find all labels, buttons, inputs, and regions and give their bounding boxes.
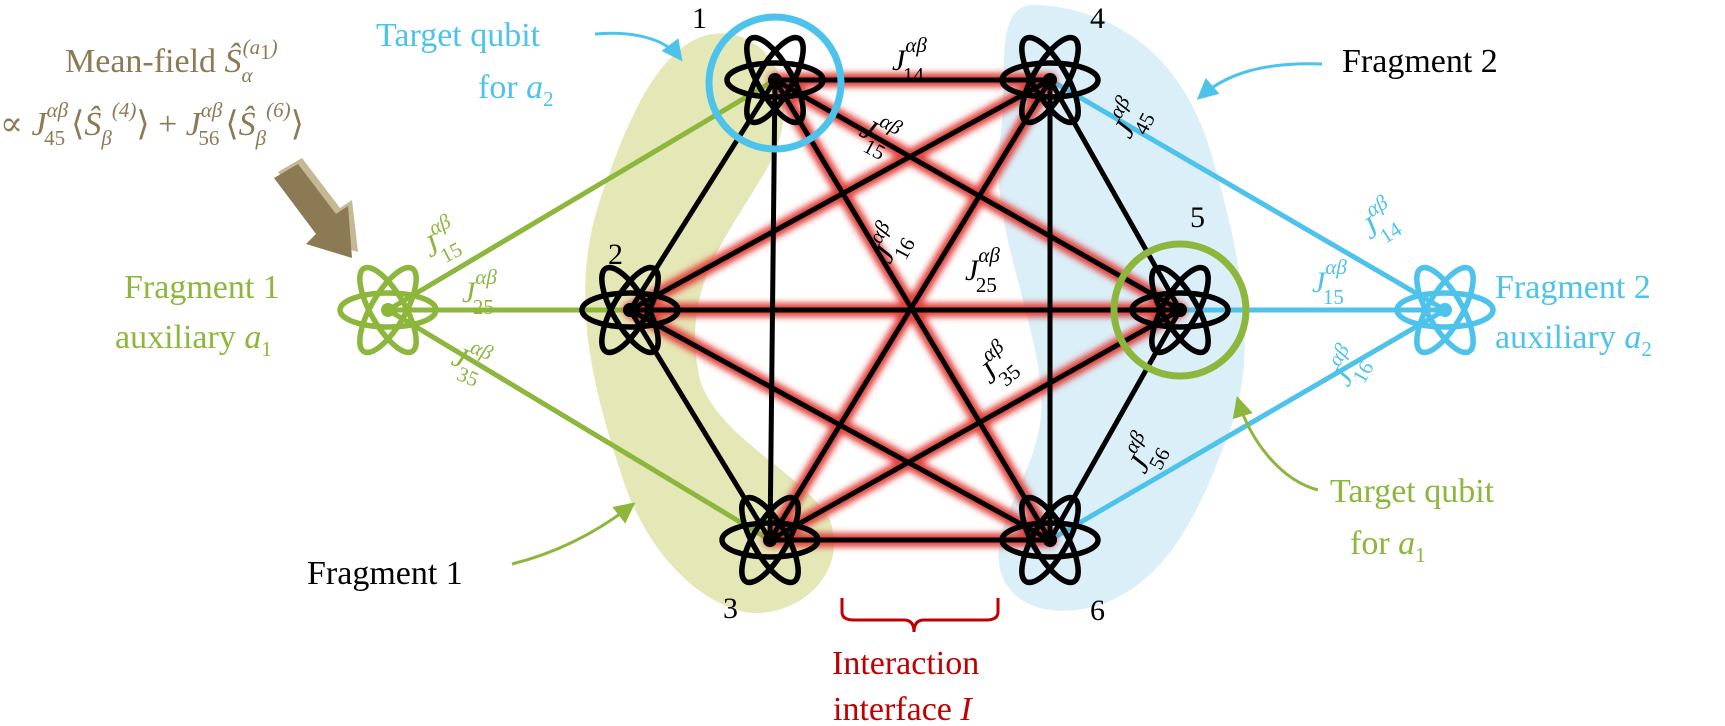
auxiliary-node-a2	[1397, 260, 1493, 360]
interface-edge-2-4	[627, 77, 1053, 313]
interface-brace	[840, 598, 1000, 633]
interface-edge-3-4	[767, 77, 1053, 543]
nucleus	[768, 73, 782, 87]
qubit-node-5	[1132, 260, 1228, 360]
svg-text:for a1: for a1	[1350, 525, 1426, 567]
aux-edge-a2-4	[1047, 77, 1448, 313]
node-2-label: 2	[608, 238, 623, 271]
target-qubit-ring-a1	[1110, 240, 1250, 380]
nucleus	[1173, 303, 1187, 317]
svg-text:∝ Jαβ45⟨Ŝβ(4)⟩ + Jαβ56⟨Ŝβ(6)⟩: ∝ Jαβ45⟨Ŝβ(4)⟩ + Jαβ56⟨Ŝβ(6)⟩	[0, 98, 304, 150]
coupling-j35: Jαβ35	[966, 334, 1028, 398]
fragment-2-arrow	[1196, 62, 1323, 100]
fragment-2-label: Fragment 2	[1342, 43, 1498, 80]
aux-edge-a1-1	[385, 77, 778, 313]
node-1-label: 1	[692, 2, 707, 35]
fragment-2-auxiliary-label: Fragment 2 auxiliary a2	[1495, 269, 1652, 361]
aux-a2-coupling-14: Jαβ14	[1350, 190, 1409, 255]
aux-edge-a1-3	[385, 307, 773, 543]
qubit-node-4	[1002, 30, 1098, 130]
target-qubit-a1-arrow	[1232, 395, 1319, 492]
nucleus	[1043, 533, 1057, 547]
aux-a1-coupling-15: Jαβ15	[413, 209, 470, 273]
node-5-label: 5	[1190, 201, 1205, 234]
svg-text:Fragment 1: Fragment 1	[124, 269, 280, 306]
interface-edge-3-5	[767, 307, 1183, 543]
edge-2-3	[627, 307, 773, 543]
node-6-label: 6	[1090, 594, 1105, 627]
nucleus	[1438, 303, 1452, 317]
qubit-nodes	[340, 30, 1493, 590]
auxiliary-node-a1	[340, 260, 436, 360]
target-qubit-a2-arrow	[594, 31, 683, 62]
svg-text:Interaction: Interaction	[832, 645, 979, 682]
qubit-node-2	[582, 260, 678, 360]
svg-text:auxiliary a2: auxiliary a2	[1495, 319, 1652, 361]
target-qubit-a2-label: Target qubit for a2	[376, 17, 554, 111]
nucleus	[763, 533, 777, 547]
edge-5-6	[1047, 307, 1183, 543]
svg-text:Target qubit: Target qubit	[1330, 473, 1495, 510]
nucleus	[381, 303, 395, 317]
target-qubit-a1-label: Target qubit for a1	[1330, 473, 1495, 567]
svg-text:Target qubit: Target qubit	[376, 17, 541, 54]
node-3-label: 3	[723, 592, 738, 625]
qubit-node-6	[1002, 490, 1098, 590]
mean-field-arrow	[274, 158, 358, 258]
node-4-label: 4	[1090, 2, 1105, 35]
interaction-interface-label: Interaction interface I	[832, 645, 979, 726]
fragment-1-arrow	[511, 502, 636, 566]
target-qubit-ring-a2	[705, 13, 845, 153]
svg-text:Mean-field Ŝα(a1): Mean-field Ŝα(a1)	[65, 35, 278, 87]
svg-text:for a2: for a2	[478, 69, 554, 111]
qubit-node-1	[727, 30, 823, 130]
node-labels: 1 2 3 4 5 6	[608, 2, 1205, 627]
nucleus	[623, 303, 637, 317]
svg-text:auxiliary a1: auxiliary a1	[115, 319, 272, 361]
qubit-node-3	[722, 490, 818, 590]
nucleus	[1043, 73, 1057, 87]
fragment-1-auxiliary-label: Fragment 1 auxiliary a1	[115, 269, 280, 361]
edge-4-5	[1047, 77, 1183, 313]
svg-text:interface I: interface I	[833, 691, 973, 726]
auxiliary-edges	[385, 77, 1448, 543]
svg-text:Fragment 2: Fragment 2	[1495, 269, 1651, 306]
fragment-1-label: Fragment 1	[307, 555, 463, 592]
